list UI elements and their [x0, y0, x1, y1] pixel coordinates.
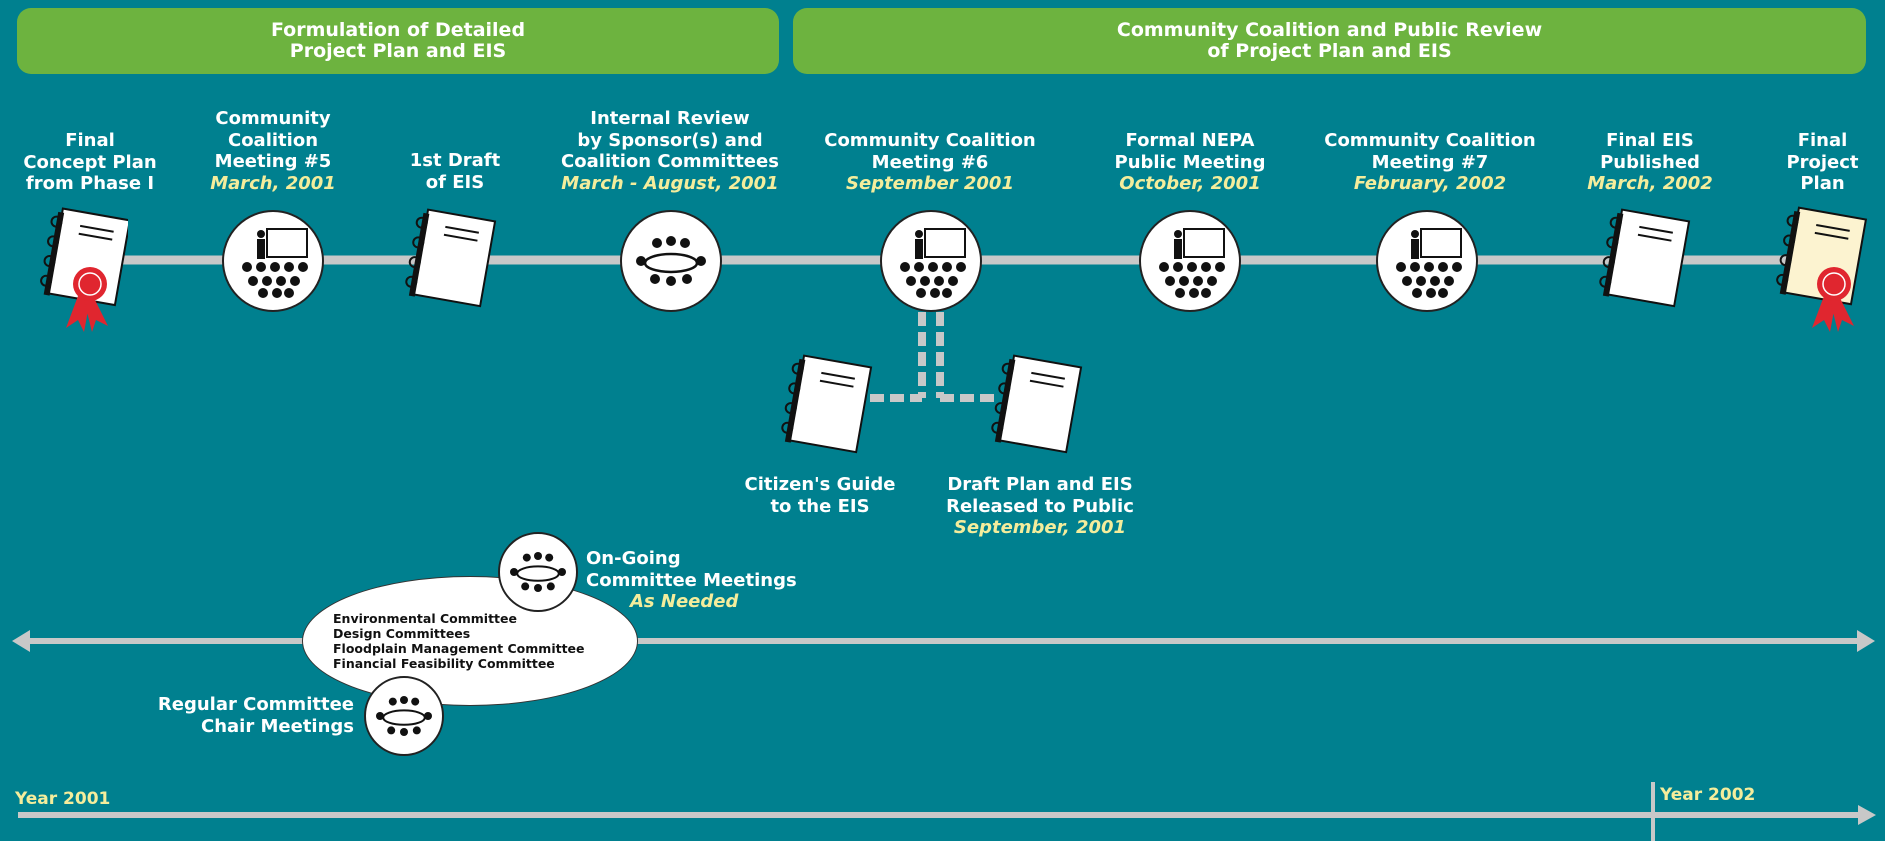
document-icon [1599, 208, 1691, 308]
presentation-meeting-icon [880, 210, 982, 312]
committee-item: Financial Feasibility Committee [333, 656, 555, 671]
document-icon [991, 354, 1083, 454]
year-2002-label: Year 2002 [1660, 785, 1756, 805]
committee-item: Floodplain Management Committee [333, 641, 585, 656]
committee-item: Design Committees [333, 626, 471, 641]
committee-item: Environmental Committee [333, 611, 517, 626]
document-icon [405, 208, 497, 308]
award-document-icon [40, 207, 128, 332]
year-2001-label: Year 2001 [15, 789, 111, 809]
committee-list: Environmental Committee Design Committee… [333, 611, 585, 671]
roundtable-meeting-icon [498, 532, 578, 612]
committee-list-oval [302, 576, 638, 706]
award-document-icon [1776, 206, 1868, 332]
presentation-meeting-icon [222, 210, 324, 312]
presentation-meeting-icon [1139, 210, 1241, 312]
document-icon [781, 354, 873, 454]
roundtable-meeting-icon [364, 676, 444, 756]
roundtable-meeting-icon [620, 210, 722, 312]
presentation-meeting-icon [1376, 210, 1478, 312]
